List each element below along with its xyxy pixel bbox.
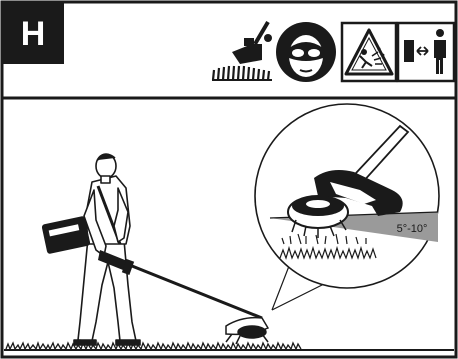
keep-distance-icon — [398, 23, 454, 81]
cutting-angle-label: 5°-10° — [397, 223, 428, 235]
eye-protection-icon — [276, 22, 336, 82]
detail-magnifier — [255, 104, 439, 288]
panel-letter: H — [21, 15, 46, 53]
warning-thrown-objects-icon — [342, 23, 396, 81]
panel-letter-badge: H — [2, 2, 64, 64]
